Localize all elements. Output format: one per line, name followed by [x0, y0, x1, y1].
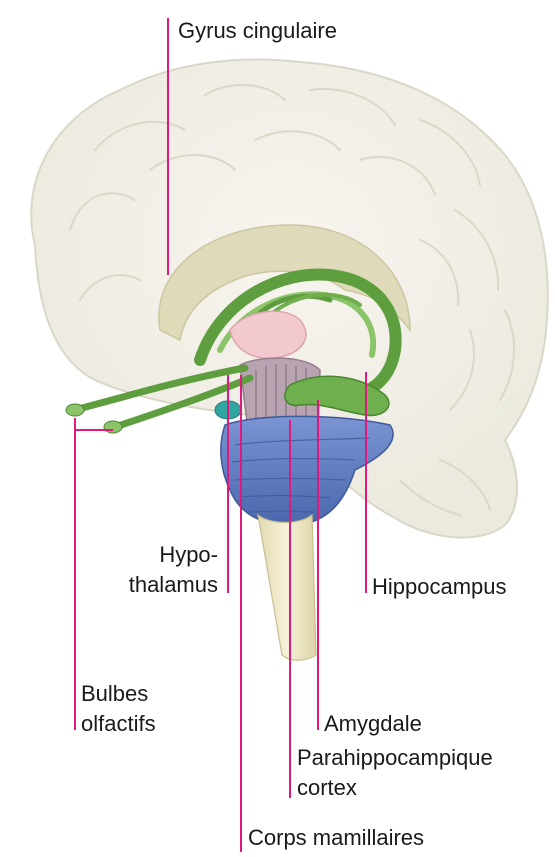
label-mammillary-bodies: Corps mamillaires	[248, 824, 424, 851]
olfactory-bulb-upper	[66, 404, 84, 416]
label-hippocampus: Hippocampus	[372, 573, 507, 600]
label-parahippocampal-line1: Parahippocampique	[297, 744, 493, 771]
label-cingulate-gyrus: Gyrus cingulaire	[178, 17, 337, 44]
olfactory-bulb-lower	[104, 421, 122, 433]
brainstem-medulla	[258, 515, 316, 660]
label-hypothalamus-line1: Hypo-	[140, 541, 218, 568]
label-hypothalamus-line2: thalamus	[126, 571, 218, 598]
label-olfactory-line1: Bulbes	[81, 680, 148, 707]
label-parahippocampal-line2: cortex	[297, 774, 357, 801]
label-amygdala: Amygdale	[324, 710, 422, 737]
label-olfactory-line2: olfactifs	[81, 710, 156, 737]
